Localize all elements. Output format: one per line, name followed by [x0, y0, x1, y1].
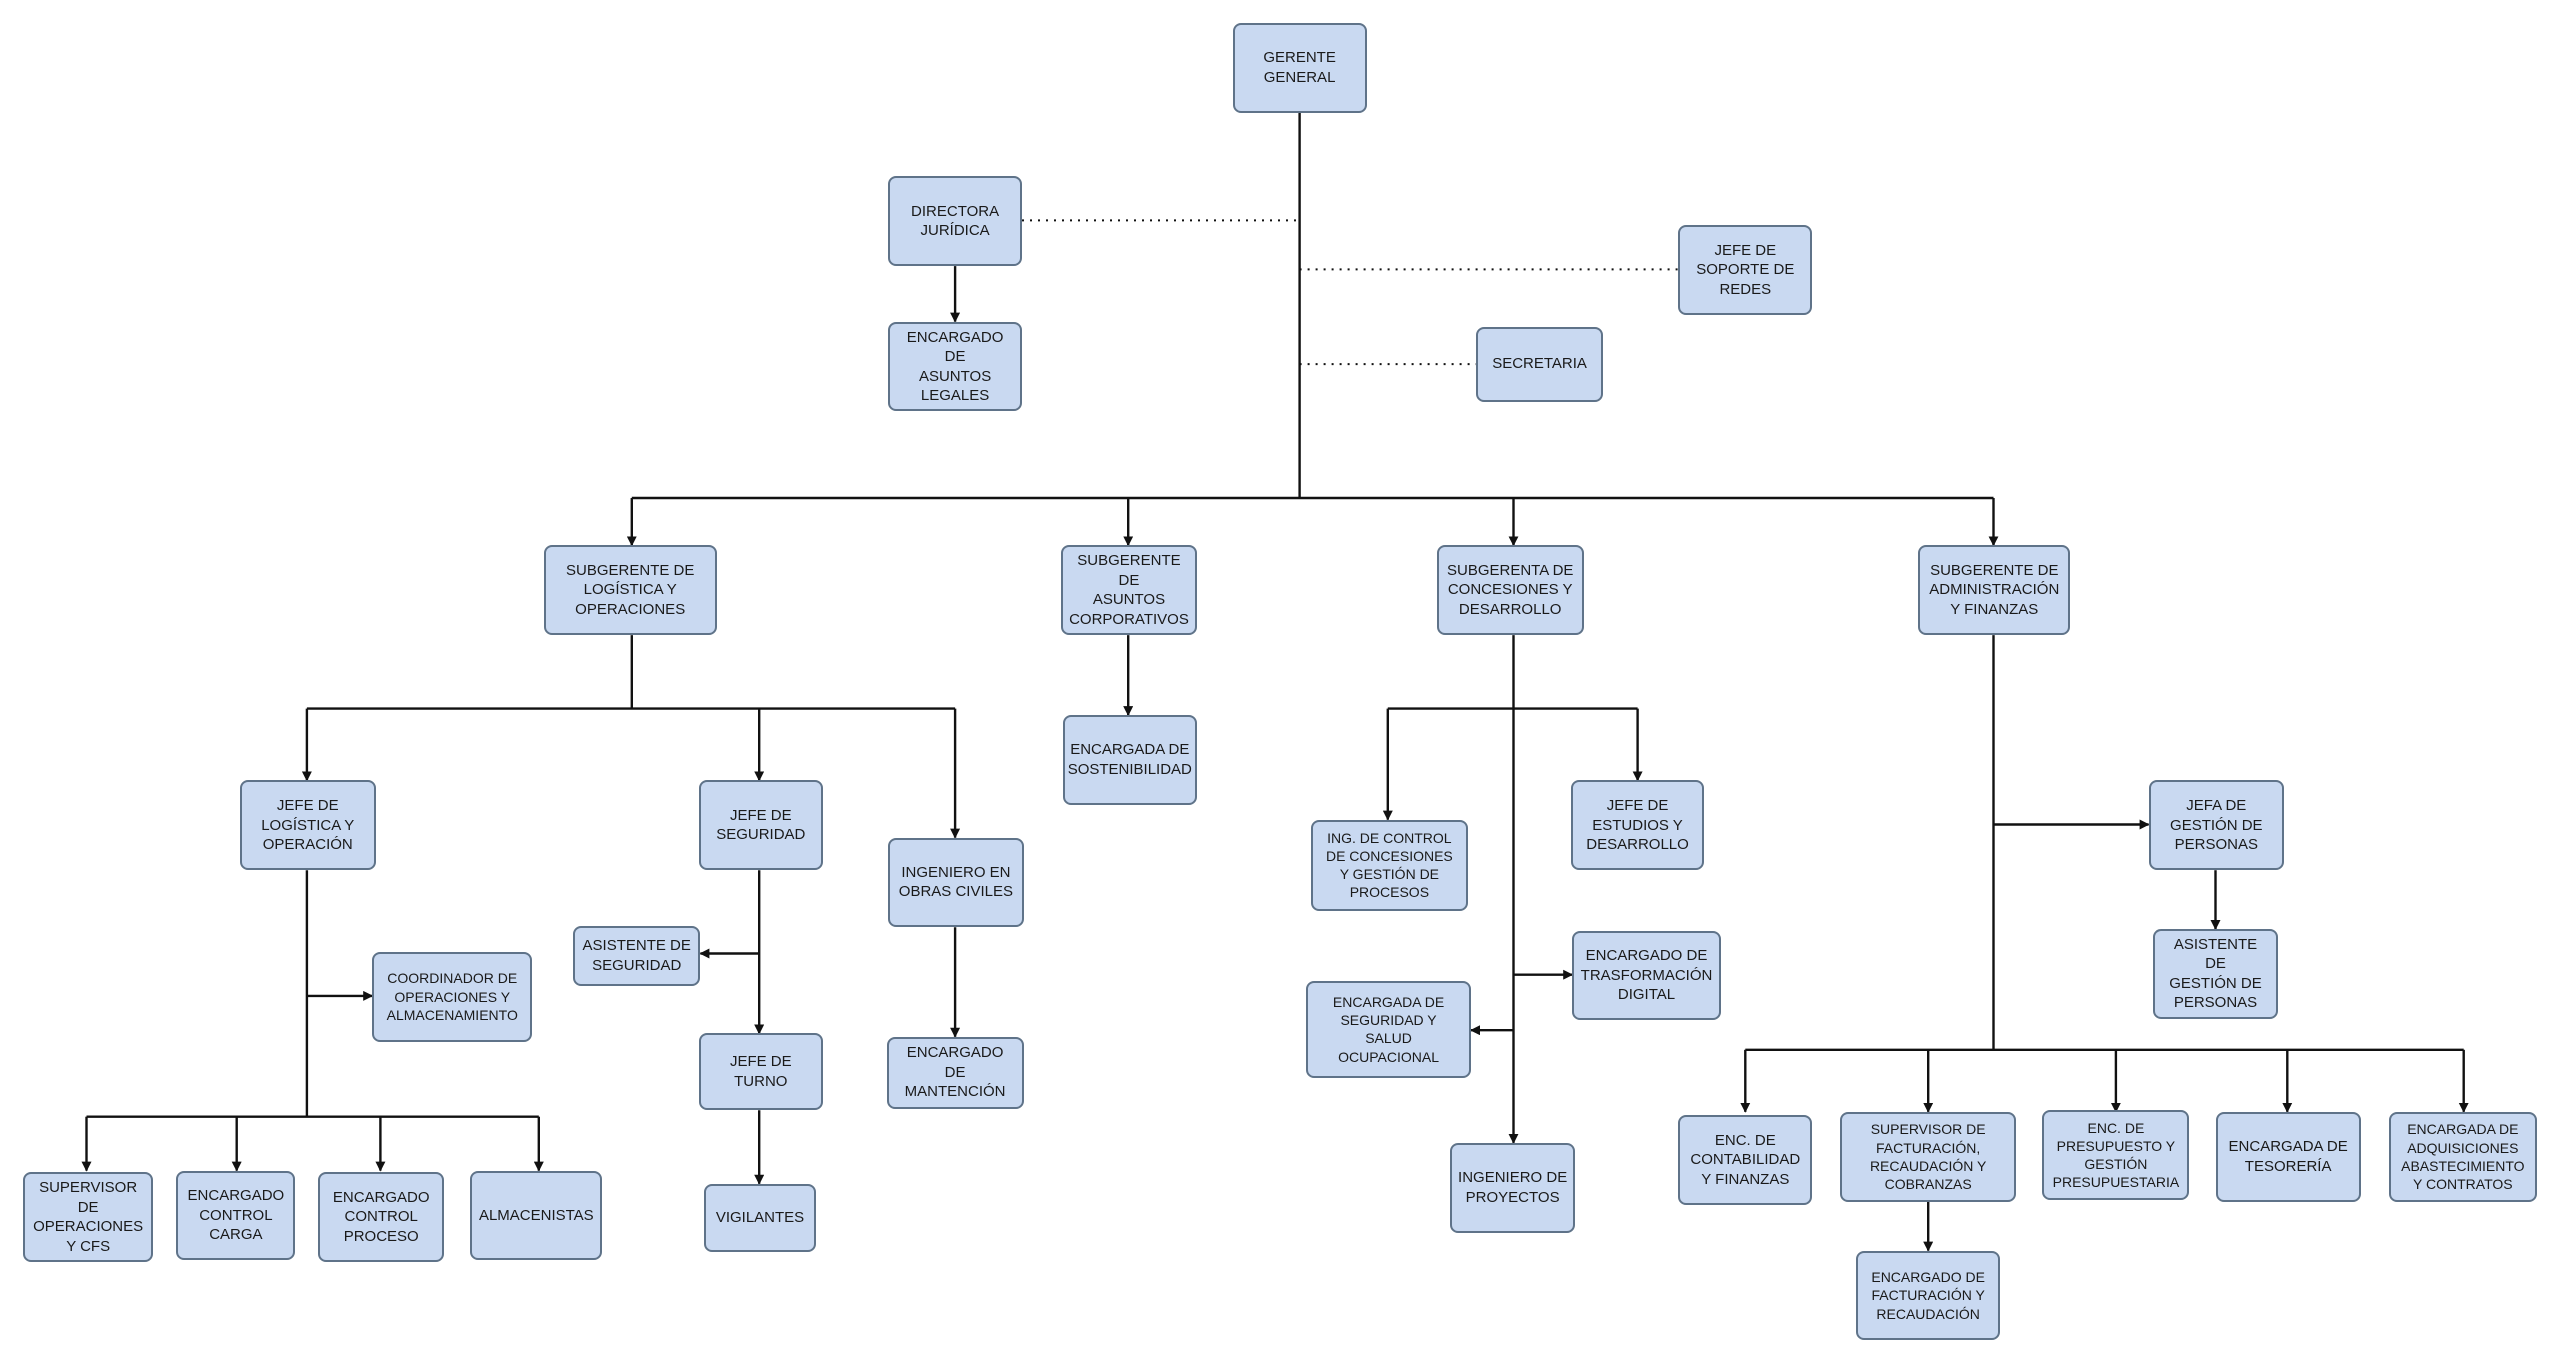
node-jefe-turno[interactable]: JEFE DE TURNO: [698, 1033, 823, 1111]
node-encargada-tesoreria[interactable]: ENCARGADA DE TESORERÍA: [2215, 1111, 2361, 1202]
node-jefa-gestion-personas[interactable]: JEFA DE GESTIÓN DE PERSONAS: [2148, 780, 2285, 871]
node-ingeniero-obras-civiles[interactable]: INGENIERO EN OBRAS CIVILES: [888, 837, 1024, 928]
node-almacenistas[interactable]: ALMACENISTAS: [470, 1170, 603, 1261]
node-encargado-facturacion[interactable]: ENCARGADO DE FACTURACIÓN Y RECAUDACIÓN: [1856, 1250, 2000, 1341]
node-secretaria[interactable]: SECRETARIA: [1475, 326, 1604, 402]
node-ing-control-concesiones[interactable]: ING. DE CONTROL DE CONCESIONES Y GESTIÓN…: [1311, 819, 1468, 911]
node-encargado-transformacion-digital[interactable]: ENCARGADO DE TRASFORMACIÓN DIGITAL: [1572, 930, 1721, 1021]
node-encargado-mantencion[interactable]: ENCARGADO DE MANTENCIÓN: [886, 1036, 1024, 1109]
node-vigilantes[interactable]: VIGILANTES: [703, 1183, 817, 1253]
node-subgerente-administracion[interactable]: SUBGERENTE DE ADMINISTRACIÓN Y FINANZAS: [1918, 545, 2071, 636]
node-coordinador-operaciones[interactable]: COORDINADOR DE OPERACIONES Y ALMACENAMIE…: [372, 951, 533, 1042]
node-enc-presupuesto[interactable]: ENC. DE PRESUPUESTO Y GESTIÓN PRESUPUEST…: [2042, 1110, 2190, 1200]
node-supervisor-facturacion[interactable]: SUPERVISOR DE FACTURACIÓN, RECAUDACIÓN Y…: [1840, 1111, 2017, 1202]
node-directora-juridica[interactable]: DIRECTORA JURÍDICA: [888, 176, 1023, 267]
node-encargada-sostenibilidad[interactable]: ENCARGADA DE SOSTENIBILIDAD: [1062, 715, 1197, 805]
node-subgerenta-concesiones[interactable]: SUBGERENTA DE CONCESIONES Y DESARROLLO: [1436, 545, 1584, 636]
node-jefe-soporte-redes[interactable]: JEFE DE SOPORTE DE REDES: [1678, 225, 1813, 316]
node-subgerente-asuntos-corporativos[interactable]: SUBGERENTE DE ASUNTOS CORPORATIVOS: [1061, 545, 1197, 636]
node-jefe-logistica[interactable]: JEFE DE LOGÍSTICA Y OPERACIÓN: [240, 780, 376, 871]
node-subgerente-logistica[interactable]: SUBGERENTE DE LOGÍSTICA Y OPERACIONES: [543, 545, 717, 636]
node-encargado-control-proceso[interactable]: ENCARGADO CONTROL PROCESO: [318, 1172, 445, 1263]
node-encargada-adquisiciones[interactable]: ENCARGADA DE ADQUISICIONES ABASTECIMIENT…: [2388, 1111, 2538, 1202]
node-asistente-gestion-personas[interactable]: ASISTENTE DE GESTIÓN DE PERSONAS: [2153, 928, 2278, 1019]
node-encargada-seguridad-salud[interactable]: ENCARGADA DE SEGURIDAD Y SALUD OCUPACION…: [1306, 981, 1471, 1078]
node-jefe-estudios-desarrollo[interactable]: JEFE DE ESTUDIOS Y DESARROLLO: [1570, 780, 1705, 871]
node-encargado-control-carga[interactable]: ENCARGADO CONTROL CARGA: [176, 1170, 296, 1261]
node-enc-contabilidad[interactable]: ENC. DE CONTABILIDAD Y FINANZAS: [1678, 1115, 1813, 1205]
node-asistente-seguridad[interactable]: ASISTENTE DE SEGURIDAD: [573, 925, 701, 987]
node-supervisor-operaciones-cfs[interactable]: SUPERVISOR DE OPERACIONES Y CFS: [22, 1172, 154, 1263]
node-encargado-asuntos-legales[interactable]: ENCARGADO DE ASUNTOS LEGALES: [888, 321, 1023, 412]
node-gerente-general[interactable]: GERENTE GENERAL: [1232, 22, 1367, 113]
node-ingeniero-proyectos[interactable]: INGENIERO DE PROYECTOS: [1449, 1142, 1576, 1233]
node-jefe-seguridad[interactable]: JEFE DE SEGURIDAD: [698, 780, 823, 871]
